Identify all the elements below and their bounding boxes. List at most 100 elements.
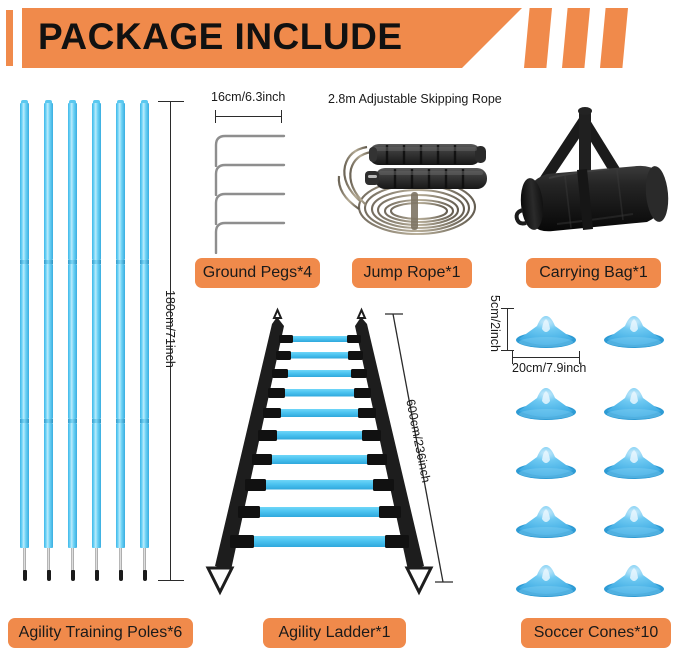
caption-jump-rope: Jump Rope*1 bbox=[352, 258, 472, 288]
pole-cap bbox=[45, 100, 52, 104]
pole-segment-2 bbox=[68, 264, 77, 419]
pole-joint-2 bbox=[116, 419, 125, 423]
header-stripe-3 bbox=[600, 8, 628, 68]
header-accent-tick bbox=[6, 10, 13, 66]
pole-cap bbox=[69, 100, 76, 104]
ground-pegs-dimension-cap-left bbox=[215, 110, 217, 123]
cone-width-label: 20cm/7.9inch bbox=[512, 361, 587, 375]
poles-dimension-label: 180cm/71inch bbox=[163, 290, 177, 368]
pole-joint-1 bbox=[116, 260, 125, 264]
ground-pegs-dimension-cap-right bbox=[281, 110, 283, 123]
pole-tip bbox=[142, 570, 147, 581]
soccer-cones-group: 5cm/2inch 20cm/7.9inch bbox=[488, 295, 679, 605]
pole-spike bbox=[95, 548, 98, 574]
pole-joint-1 bbox=[140, 260, 149, 264]
soccer-cone bbox=[603, 382, 665, 422]
pole-cap bbox=[141, 100, 148, 104]
ground-peg bbox=[214, 161, 286, 196]
cone-height-dimension-line bbox=[507, 308, 509, 351]
agility-poles-group: 180cm/71inch bbox=[0, 0, 200, 600]
pole-cap bbox=[93, 100, 100, 104]
caption-soccer-cones: Soccer Cones*10 bbox=[521, 618, 671, 648]
pole-segment-1 bbox=[92, 103, 101, 260]
pole-segment-1 bbox=[140, 103, 149, 260]
pole-joint-1 bbox=[20, 260, 29, 264]
pole-tip bbox=[70, 570, 75, 581]
jump-rope-group: 2.8m Adjustable Skipping Rope bbox=[325, 92, 502, 242]
soccer-cone bbox=[515, 441, 577, 481]
ground-peg bbox=[214, 132, 286, 167]
cone-height-label: 5cm/2inch bbox=[488, 295, 502, 352]
cone-width-dimension-line bbox=[512, 357, 580, 359]
agility-pole bbox=[140, 100, 149, 590]
agility-pole bbox=[20, 100, 29, 590]
pole-spike bbox=[143, 548, 146, 574]
pole-joint-2 bbox=[44, 419, 53, 423]
caption-label: Soccer Cones*10 bbox=[533, 624, 659, 641]
caption-agility-ladder: Agility Ladder*1 bbox=[263, 618, 406, 648]
pole-joint-1 bbox=[44, 260, 53, 264]
agility-pole bbox=[68, 100, 77, 590]
soccer-cone bbox=[515, 310, 577, 350]
pole-joint-2 bbox=[20, 419, 29, 423]
pole-segment-1 bbox=[44, 103, 53, 260]
ground-peg bbox=[214, 190, 286, 225]
caption-label: Agility Training Poles*6 bbox=[18, 624, 183, 641]
soccer-cone bbox=[603, 500, 665, 540]
caption-ground-pegs: Ground Pegs*4 bbox=[195, 258, 320, 288]
jump-rope-dimension-label: 2.8m Adjustable Skipping Rope bbox=[328, 92, 502, 106]
caption-label: Carrying Bag*1 bbox=[539, 264, 648, 281]
pole-joint-2 bbox=[92, 419, 101, 423]
pole-tip bbox=[118, 570, 123, 581]
ground-pegs-dimension-label: 16cm/6.3inch bbox=[211, 90, 286, 104]
pole-tip bbox=[46, 570, 51, 581]
header-stripe-1 bbox=[524, 8, 552, 68]
soccer-cone bbox=[515, 382, 577, 422]
pole-segment-3 bbox=[68, 423, 77, 548]
header-banner: PACKAGE INCLUDE bbox=[0, 8, 679, 68]
agility-ladder-group: 600cm/236inch bbox=[195, 300, 485, 610]
caption-label: Ground Pegs*4 bbox=[202, 264, 313, 281]
pole-segment-1 bbox=[116, 103, 125, 260]
cone-height-cap-top bbox=[501, 308, 514, 310]
pole-cap bbox=[117, 100, 124, 104]
pole-segment-1 bbox=[68, 103, 77, 260]
caption-carrying-bag: Carrying Bag*1 bbox=[526, 258, 661, 288]
pole-spike bbox=[71, 548, 74, 574]
pole-joint-2 bbox=[68, 419, 77, 423]
pole-tip bbox=[22, 570, 27, 581]
agility-pole bbox=[116, 100, 125, 590]
pole-segment-3 bbox=[92, 423, 101, 548]
pole-segment-2 bbox=[116, 264, 125, 419]
pole-segment-2 bbox=[92, 264, 101, 419]
pole-segment-2 bbox=[20, 264, 29, 419]
pole-segment-2 bbox=[44, 264, 53, 419]
pole-segment-1 bbox=[20, 103, 29, 260]
cone-width-cap-right bbox=[579, 351, 581, 364]
soccer-cone bbox=[603, 441, 665, 481]
soccer-cone bbox=[515, 500, 577, 540]
pole-segment-3 bbox=[44, 423, 53, 548]
ground-pegs-dimension-line bbox=[215, 116, 282, 118]
pole-spike bbox=[47, 548, 50, 574]
ground-pegs-group: 16cm/6.3inch bbox=[190, 90, 320, 254]
page-title: PACKAGE INCLUDE bbox=[38, 16, 403, 57]
cone-height-cap-bottom bbox=[501, 350, 514, 352]
pole-joint-1 bbox=[92, 260, 101, 264]
agility-pole bbox=[44, 100, 53, 590]
poles-dimension-cap-top bbox=[158, 101, 184, 103]
header-stripe-2 bbox=[562, 8, 590, 68]
agility-pole bbox=[92, 100, 101, 590]
soccer-cone bbox=[515, 559, 577, 599]
pole-joint-2 bbox=[140, 419, 149, 423]
pole-tip bbox=[94, 570, 99, 581]
pole-segment-3 bbox=[20, 423, 29, 548]
pole-spike bbox=[23, 548, 26, 574]
pole-joint-1 bbox=[68, 260, 77, 264]
caption-label: Jump Rope*1 bbox=[363, 264, 461, 281]
pole-spike bbox=[119, 548, 122, 574]
cone-width-cap-left bbox=[512, 351, 514, 364]
header-banner-shape bbox=[22, 8, 522, 68]
pole-cap bbox=[21, 100, 28, 104]
ground-peg bbox=[214, 219, 286, 254]
